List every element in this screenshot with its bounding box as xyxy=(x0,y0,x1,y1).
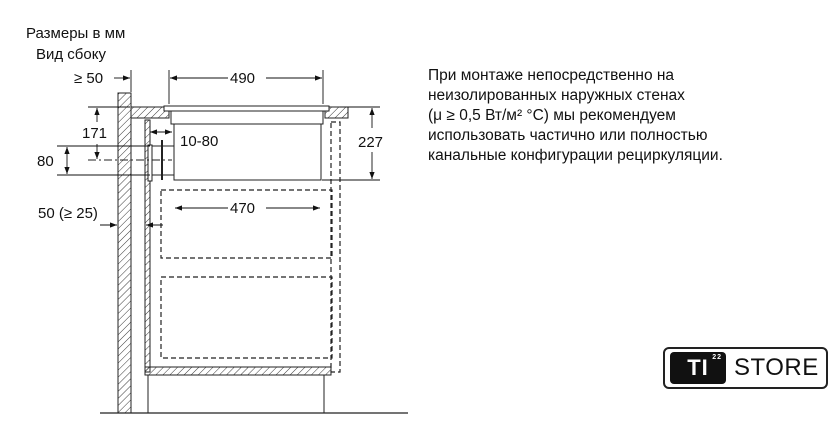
dim-height-to-duct: 171 xyxy=(82,125,107,142)
installation-note: При монтаже непосредственно на неизолиро… xyxy=(428,66,723,166)
view-label: Вид сбоку xyxy=(36,46,106,63)
store-logo: TI 22 STORE xyxy=(663,347,828,389)
units-label: Размеры в мм xyxy=(26,25,125,42)
logo-brand: TI xyxy=(687,355,709,380)
countertop xyxy=(130,106,349,119)
dim-hob-width: 490 xyxy=(230,70,255,87)
bottom-shelf xyxy=(144,366,332,376)
drawers xyxy=(160,121,341,373)
logo-word: STORE xyxy=(734,354,819,381)
note-line: неизолированных наружных стенах xyxy=(428,87,685,104)
note-line: При монтаже непосредственно на xyxy=(428,67,675,84)
note-line: канальные конфигурации рециркуляции. xyxy=(428,147,723,164)
note-line: использовать частично или полностью xyxy=(428,127,708,144)
dim-duct-height: 80 xyxy=(37,153,54,170)
wall xyxy=(117,92,132,414)
dim-duct-offset: 10-80 xyxy=(180,133,218,150)
dim-hob-depth: 227 xyxy=(358,134,383,151)
dim-wall-gap: ≥ 50 xyxy=(74,70,103,87)
logo-superscript: 22 xyxy=(712,354,722,361)
plinth xyxy=(147,375,325,413)
hob xyxy=(163,105,330,181)
dimension-lines xyxy=(57,70,380,228)
dim-back-gap: 50 (≥ 25) xyxy=(38,205,98,222)
note-line: (μ ≥ 0,5 Вт/м² °C) мы рекомендуем xyxy=(428,107,676,124)
dim-body-width: 470 xyxy=(230,200,255,217)
logo-badge: TI 22 xyxy=(670,352,726,384)
